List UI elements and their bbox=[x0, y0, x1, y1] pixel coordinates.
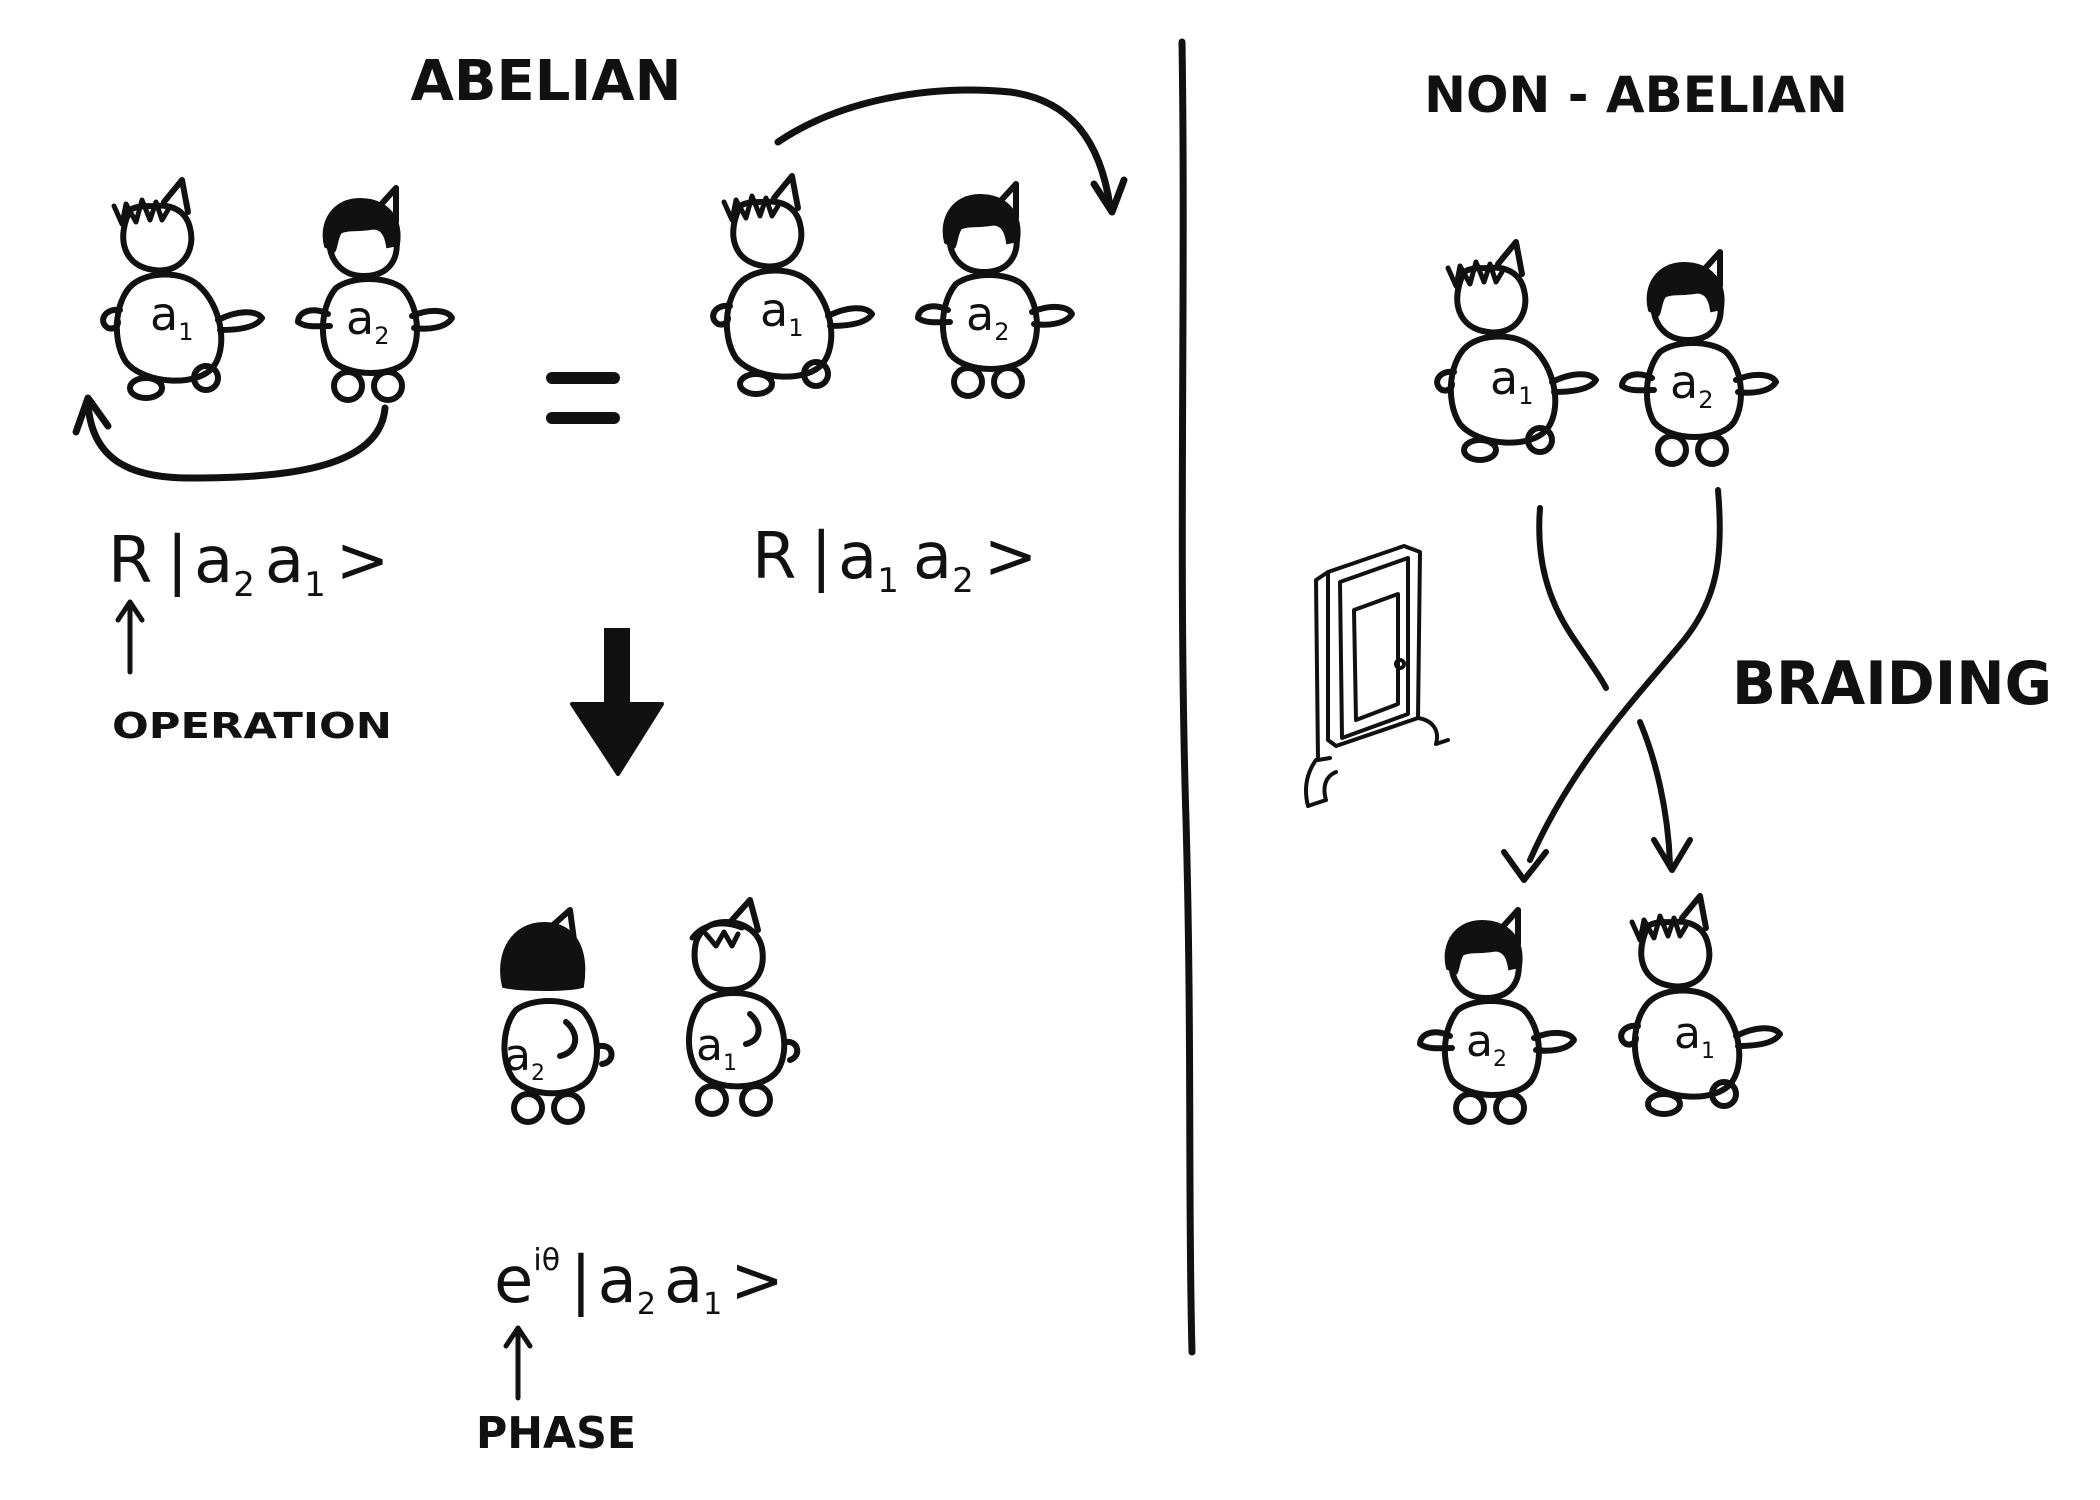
svg-text:a1: a1 bbox=[760, 283, 803, 342]
braid-arrowhead-a2 bbox=[1501, 849, 1549, 883]
phase-label: PHASE bbox=[476, 1408, 636, 1459]
svg-text:a1: a1 bbox=[150, 287, 193, 346]
anyon-a1-top-left: a1 bbox=[103, 180, 262, 398]
anyon-a1-top-right: a1 bbox=[713, 176, 872, 394]
exchange-arrowhead-left bbox=[72, 394, 112, 436]
anyon-a1-nonabelian-top: a1 bbox=[1437, 242, 1596, 460]
anyon-a2-nonabelian-top: a2 bbox=[1622, 252, 1776, 464]
braid-arrowhead-a1 bbox=[1651, 837, 1693, 873]
anyon-a2-top-right: a2 bbox=[918, 184, 1072, 396]
operation-pointer-arrow bbox=[115, 599, 145, 675]
svg-text:a1: a1 bbox=[1674, 1008, 1715, 1064]
svg-text:a2: a2 bbox=[966, 287, 1009, 346]
anyon-a2-exchanged: a2 bbox=[502, 910, 611, 1122]
anyon-a1-exchanged: a1 bbox=[689, 900, 797, 1114]
braid-strand-a2 bbox=[1527, 487, 1723, 863]
section-divider bbox=[1178, 38, 1196, 1356]
svg-text:a2: a2 bbox=[346, 291, 389, 350]
exchange-arrow-left bbox=[84, 400, 389, 482]
braid-strand-a1-continued bbox=[1637, 719, 1673, 867]
anyon-a2-top-left: a2 bbox=[298, 188, 452, 400]
svg-text:a2: a2 bbox=[504, 1030, 545, 1086]
operation-label: OPERATION bbox=[112, 706, 392, 747]
braiding-label: BRAIDING bbox=[1732, 649, 2052, 719]
non-abelian-heading: NON - ABELIAN bbox=[1424, 66, 1848, 124]
exchange-arrow-right bbox=[774, 86, 1114, 210]
svg-text:a1: a1 bbox=[1490, 351, 1533, 410]
phase-pointer-arrow bbox=[503, 1325, 533, 1401]
big-down-arrow bbox=[570, 628, 664, 776]
svg-text:a2: a2 bbox=[1670, 355, 1713, 414]
exchange-arrowhead-right bbox=[1090, 176, 1128, 216]
anyon-a2-nonabelian-bottom: a2 bbox=[1420, 910, 1574, 1122]
anyon-a1-nonabelian-bottom: a1 bbox=[1621, 896, 1780, 1114]
svg-text:a1: a1 bbox=[696, 1020, 737, 1076]
door-illustration bbox=[1304, 544, 1450, 808]
braid-strand-a1 bbox=[1536, 505, 1609, 691]
svg-text:a2: a2 bbox=[1466, 1016, 1507, 1072]
abelian-heading: ABELIAN bbox=[410, 49, 681, 114]
equals-sign bbox=[546, 372, 620, 424]
